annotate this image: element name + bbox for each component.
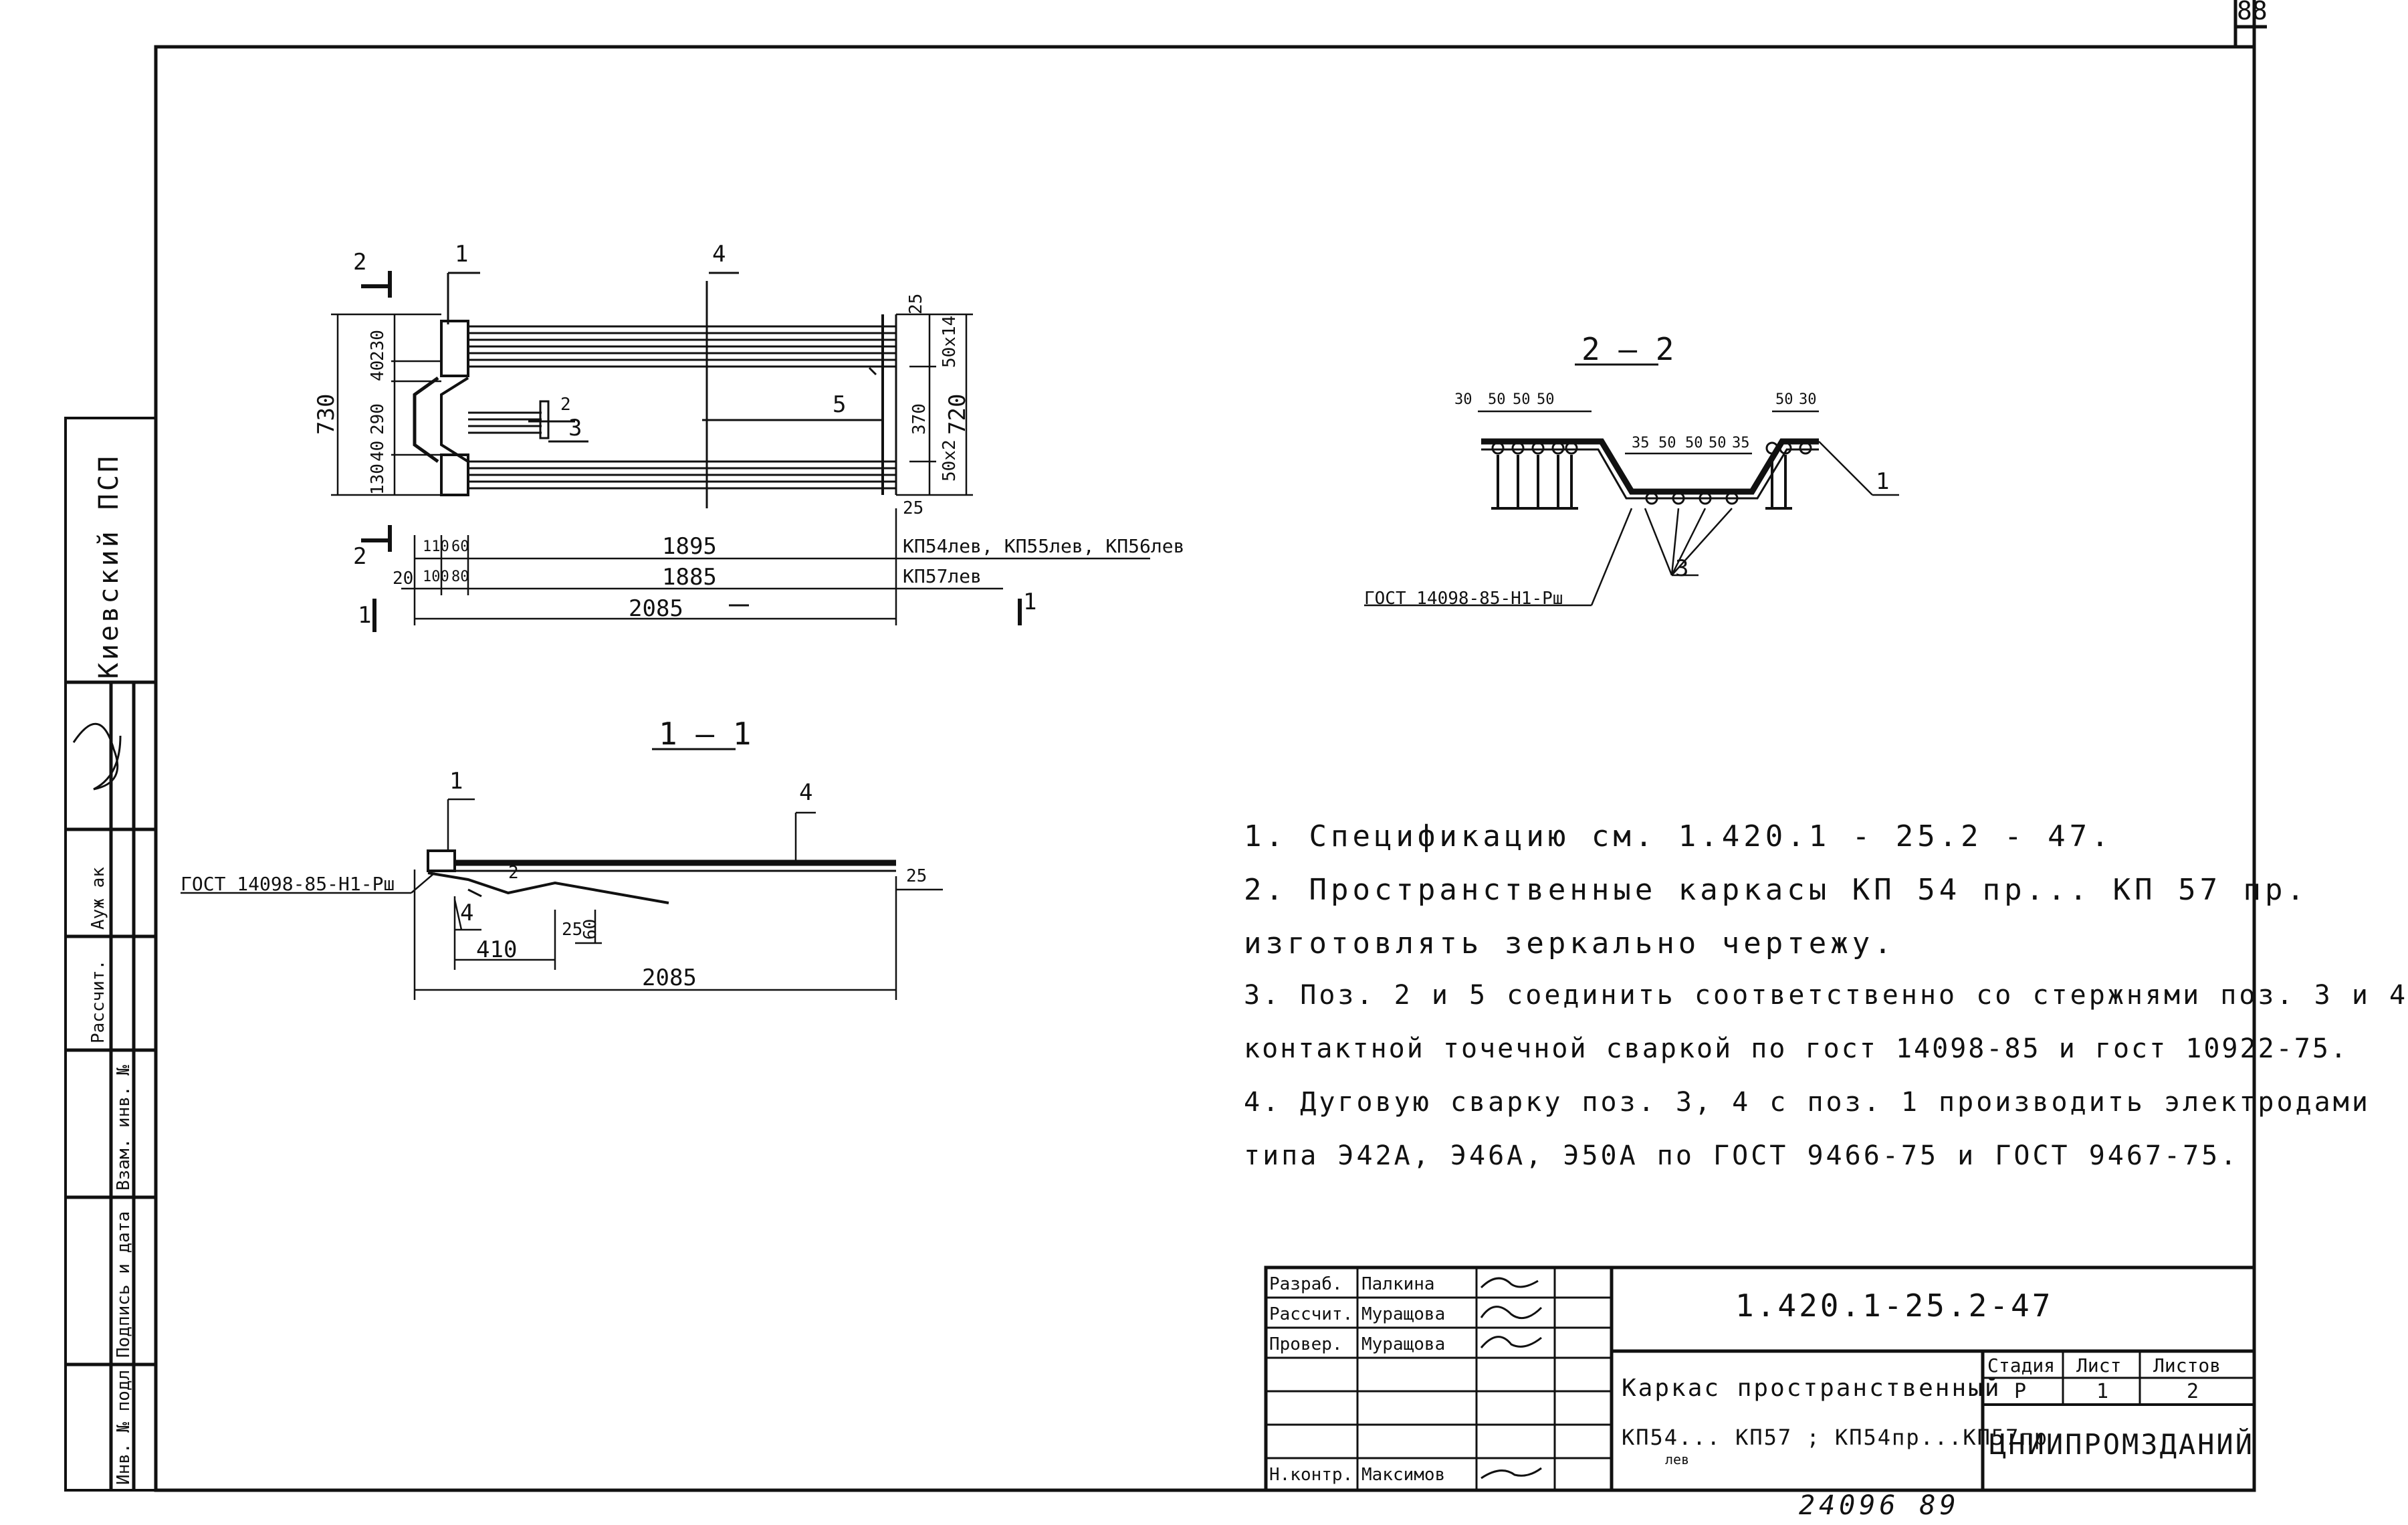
s11-dim-25: 25 xyxy=(562,920,583,940)
note-3: 3. Поз. 2 и 5 соединить соответственно с… xyxy=(1244,980,2408,1011)
tb-stage-header: Стадия xyxy=(1987,1354,2056,1377)
s11-callout-2: 2 xyxy=(508,863,519,883)
note-4-cont: типа Э42А, Э46А, Э50А по ГОСТ 9466-75 и … xyxy=(1244,1140,2239,1171)
bottom-number: 24096 89 xyxy=(1799,1490,1960,1521)
note-1: 1. Спецификацию см. 1.420.1 - 25.2 - 47. xyxy=(1244,819,2113,853)
plan-dim-100: 100 xyxy=(423,569,449,585)
left-strip-org: Киевский ПСП xyxy=(94,453,124,679)
note-2-cont: изготовлять зеркально чертежу. xyxy=(1244,926,1896,960)
tb-stage: Р xyxy=(2014,1380,2027,1403)
plan-dim-370: 370 xyxy=(909,403,929,435)
left-strip-role-name: Ауж ак xyxy=(88,867,108,930)
s11-dim-410: 410 xyxy=(476,936,518,963)
plan-dim-230: 230 xyxy=(368,330,388,361)
tb-sheets: 2 xyxy=(2187,1380,2199,1403)
s22-dim-35a: 35 xyxy=(1632,435,1650,451)
s22-dim-50c: 50 xyxy=(1537,391,1555,408)
note-2: 2. Пространственные каркасы КП 54 пр... … xyxy=(1244,873,2309,907)
s22-callout-3: 3 xyxy=(1675,555,1689,582)
plan-dim-50x2: 50x2 xyxy=(940,439,960,482)
s11-dim-2085: 2085 xyxy=(642,964,697,991)
plan-dim-720: 720 xyxy=(944,393,971,435)
plan-marks-right: КП57лев xyxy=(903,565,982,587)
tb-title-line-2: КП54... КП57 ; КП54пр...КП57пр xyxy=(1622,1425,2048,1450)
s22-dim-50a: 50 xyxy=(1488,391,1506,408)
signature-3 xyxy=(1480,1336,1542,1348)
note-3-cont: контактной точечной сваркой по гост 1409… xyxy=(1244,1033,2349,1064)
plan-marks-left: КП54лев, КП55лев, КП56лев xyxy=(903,535,1185,557)
left-strip-role-label: Рассчит. xyxy=(88,959,108,1043)
plan-dim-1895: 1895 xyxy=(662,533,717,560)
left-strip-field-1: Взам. инв. № xyxy=(114,1065,134,1191)
s11-callout-1: 1 xyxy=(449,768,463,795)
plan-dim-25-bottom: 25 xyxy=(903,498,924,518)
s22-dim-50b: 50 xyxy=(1513,391,1531,408)
tb-sheet-header: Лист xyxy=(2076,1354,2122,1377)
plan-dim-130: 130 xyxy=(368,464,388,495)
plan-callout-1: 1 xyxy=(455,241,469,268)
s22-dim-30b: 30 xyxy=(1799,391,1817,408)
section-22-title: 2 – 2 xyxy=(1581,331,1674,367)
plan-dim-50x14: 50x14 xyxy=(940,315,960,368)
plan-dim-20: 20 xyxy=(393,569,414,589)
s11-dim-60: 60 xyxy=(580,918,600,940)
plan-dim-290: 290 xyxy=(368,403,388,435)
tb-name-7: Максимов xyxy=(1361,1465,1446,1485)
plan-dim-110: 110 xyxy=(423,538,449,555)
doc-number: 1.420.1-25.2-47 xyxy=(1735,1288,2054,1324)
s11-callout-4a: 4 xyxy=(799,779,813,806)
section-2-marker-left: 2 xyxy=(353,249,367,276)
section-2-marker-right: 2 xyxy=(353,543,367,570)
plan-dim-1885: 1885 xyxy=(662,564,717,591)
plan-callout-5: 5 xyxy=(833,391,847,418)
plan-callout-4: 4 xyxy=(712,241,726,268)
s22-dim-50d: 50 xyxy=(1775,391,1793,408)
left-strip-field-3: Инв. № подл. xyxy=(114,1359,134,1485)
tb-sheet: 1 xyxy=(2096,1380,2109,1403)
plan-dim-730: 730 xyxy=(313,393,340,435)
s22-dim-50f: 50 xyxy=(1685,435,1703,451)
s22-gost: ГОСТ 14098-85-Н1-Рш xyxy=(1364,589,1563,609)
tb-role-7: Н.контр. xyxy=(1269,1465,1353,1485)
s22-dim-50e: 50 xyxy=(1658,435,1676,451)
plan-dim-2085: 2085 xyxy=(629,595,683,622)
tb-org: ЦНИИПРОМЗДАНИЙ xyxy=(1989,1428,2255,1461)
s22-dim-50g: 50 xyxy=(1709,435,1727,451)
tb-name-2: Муращова xyxy=(1361,1304,1446,1324)
signature-2 xyxy=(1480,1306,1543,1320)
plan-dim-80: 80 xyxy=(451,569,469,585)
tb-role-2: Рассчит. xyxy=(1269,1304,1353,1324)
tb-role-3: Провер. xyxy=(1269,1334,1343,1354)
note-4: 4. Дуговую сварку поз. 3, 4 с поз. 1 про… xyxy=(1244,1087,2371,1118)
plan-dim-40a: 40 xyxy=(368,440,388,462)
s11-gost: ГОСТ 14098-85-Н1-Рш xyxy=(181,873,395,895)
sheet-number: 88 xyxy=(2237,0,2268,25)
tb-name-1: Палкина xyxy=(1361,1274,1435,1294)
signature-left xyxy=(72,722,122,791)
tb-sheets-header: Листов xyxy=(2153,1354,2221,1377)
left-strip-field-2: Подпись и дата xyxy=(114,1211,134,1358)
signature-4 xyxy=(1481,1467,1542,1480)
tb-title-line-1: Каркас пространственный xyxy=(1622,1375,2001,1402)
s22-callout-1: 1 xyxy=(1876,468,1890,495)
section-1-marker-left: 1 xyxy=(358,602,372,629)
s11-callout-4b: 4 xyxy=(460,900,474,926)
plan-dim-25-top: 25 xyxy=(906,293,926,314)
tb-name-3: Муращова xyxy=(1361,1334,1446,1354)
section-1-marker-right: 1 xyxy=(1023,589,1037,615)
plan-callout-3: 3 xyxy=(568,415,582,441)
s22-dim-35b: 35 xyxy=(1732,435,1750,451)
tb-role-1: Разраб. xyxy=(1269,1274,1343,1294)
plan-dim-40b: 40 xyxy=(368,360,388,381)
plan-dim-60: 60 xyxy=(451,538,469,555)
signature-1 xyxy=(1480,1277,1539,1289)
section-11-title: 1 — 1 xyxy=(659,716,752,752)
main-frame xyxy=(154,45,2256,1492)
s22-dim-30a: 30 xyxy=(1454,391,1472,408)
tb-title-sub-lev: лев xyxy=(1665,1451,1690,1467)
s11-dim-25-right: 25 xyxy=(906,866,927,886)
plan-callout-2: 2 xyxy=(560,395,571,415)
